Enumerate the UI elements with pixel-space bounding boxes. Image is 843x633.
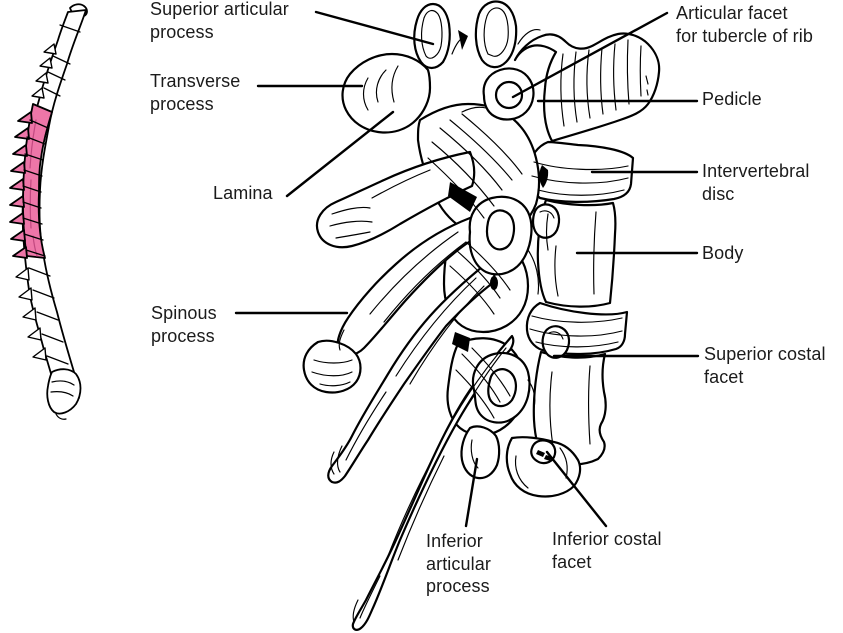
label-articular-facet-for-tubercle-of-rib: Articular facet for tubercle of rib <box>676 3 813 46</box>
shadow-accents-group <box>448 30 552 461</box>
leader-articular-facet <box>511 11 669 99</box>
label-body: Body <box>702 243 744 263</box>
leader-inferior-costal-facet <box>545 450 608 528</box>
leader-lines-group <box>234 10 700 528</box>
label-superior-articular-process: Superior articular process <box>150 0 289 42</box>
label-intervertebral-disc: Intervertebral disc <box>702 161 810 204</box>
leader-inferior-articular-process <box>464 457 479 528</box>
texture-group <box>311 7 649 623</box>
label-inferior-costal-facet: Inferior costal facet <box>552 529 662 572</box>
label-inferior-articular-process: Inferior articular process <box>426 531 491 596</box>
label-lamina: Lamina <box>213 183 273 203</box>
leader-lamina <box>285 110 395 198</box>
label-transverse-process: Transverse process <box>150 71 241 114</box>
label-spinous-process: Spinous process <box>151 303 217 346</box>
spine-inset <box>9 3 88 420</box>
label-pedicle: Pedicle <box>702 89 762 109</box>
leader-superior-articular-process <box>314 10 435 46</box>
label-superior-costal-facet: Superior costal facet <box>704 344 826 387</box>
